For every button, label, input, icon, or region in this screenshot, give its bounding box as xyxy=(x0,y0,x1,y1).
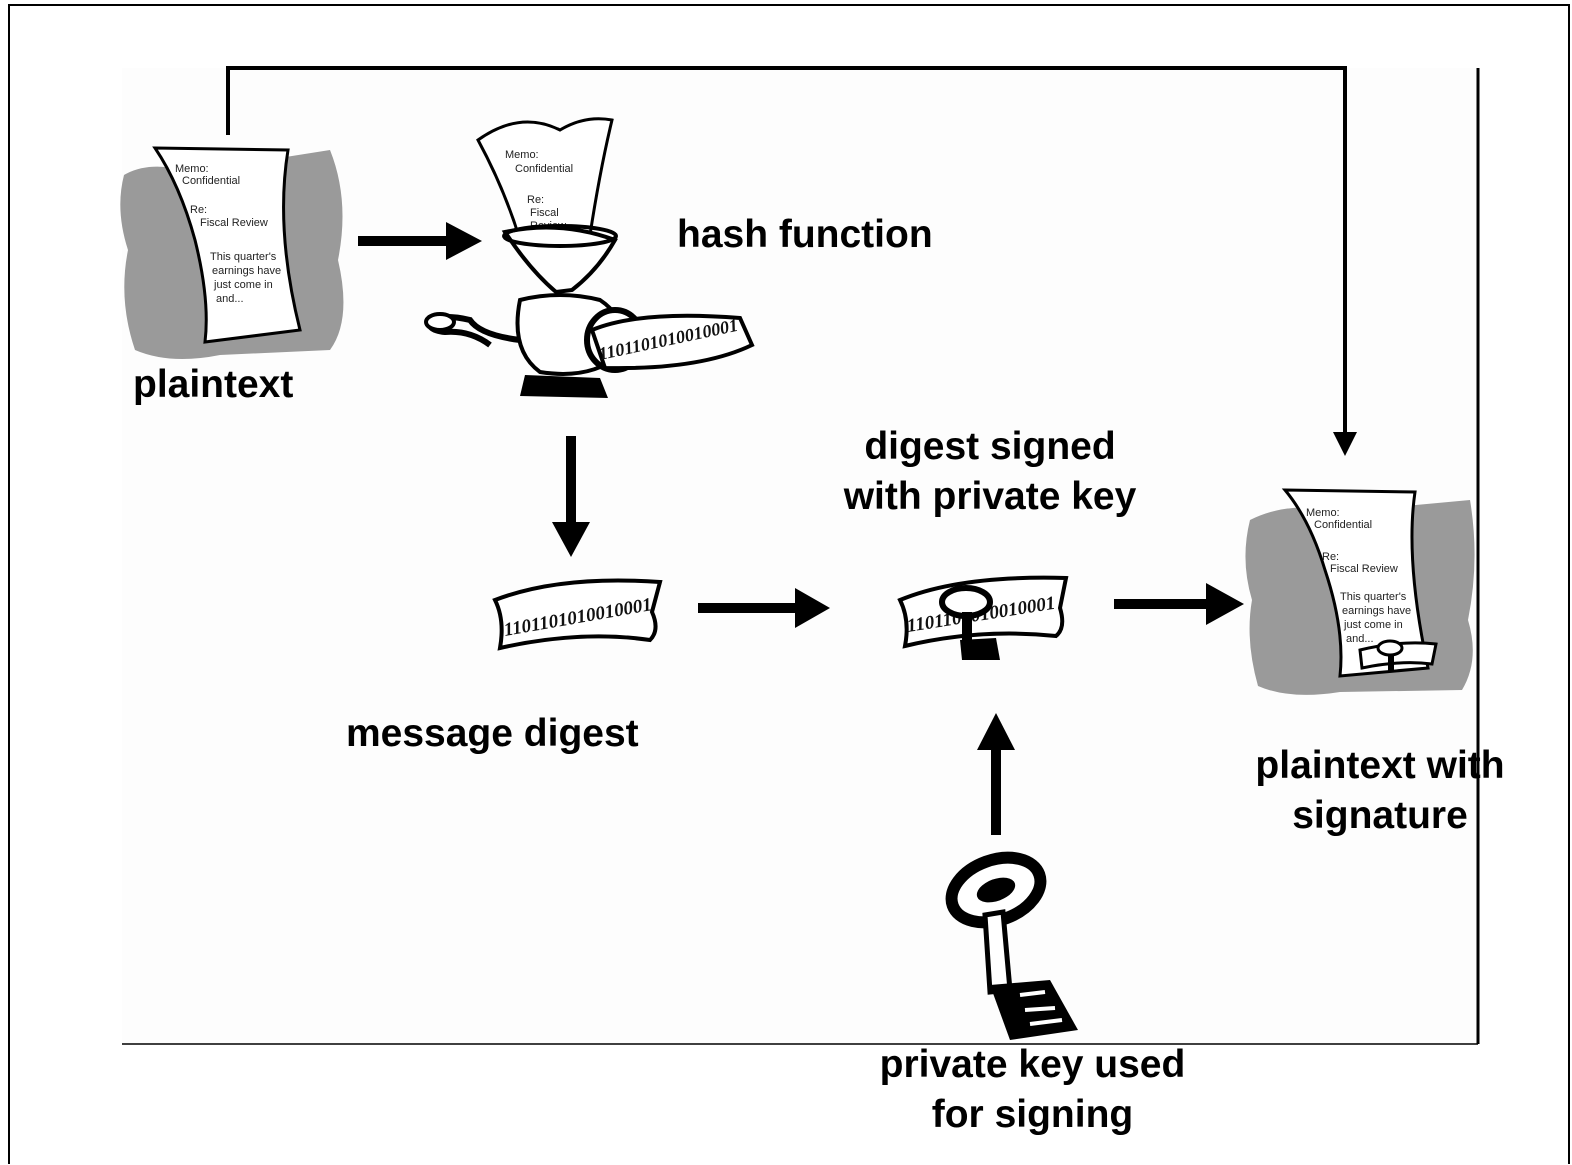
memo-line: Fiscal Review xyxy=(200,217,268,229)
document-icon: Memo: Confidential Re: Fiscal Review Thi… xyxy=(120,146,344,359)
signed-document-icon: Memo: Confidential Re: Fiscal Review Thi… xyxy=(1245,488,1475,695)
bypass-connector xyxy=(226,66,1347,440)
digest-signed-label: digest signed with private key xyxy=(820,422,1160,522)
arrow-icon xyxy=(1114,583,1244,625)
private-key-icon xyxy=(945,851,1078,1040)
private-key-label: private key used for signing xyxy=(860,1040,1205,1140)
arrow-icon xyxy=(1333,432,1357,456)
arrow-icon xyxy=(698,588,830,628)
diagram-frame xyxy=(8,4,1570,1164)
memo-line: Re: xyxy=(190,204,207,216)
meat-grinder-icon: Memo: Confidential Re: Fiscal Review 110… xyxy=(424,117,755,398)
memo-line: Confidential xyxy=(515,163,573,175)
message-digest-label: message digest xyxy=(346,712,639,755)
memo-line: earnings have xyxy=(212,265,281,277)
plaintext-with-signature-label: plaintext with signature xyxy=(1230,741,1530,841)
memo-line: Memo: xyxy=(175,163,209,175)
private-key-line: for signing xyxy=(931,1093,1134,1136)
digest-ribbon-icon: 1101101010010001 xyxy=(492,578,663,651)
plaintext-with-signature-line: signature xyxy=(1292,794,1468,837)
memo-line: and... xyxy=(216,293,244,305)
memo-line: Re: xyxy=(527,194,544,206)
signed-digest-icon: 1101101010010001 xyxy=(897,575,1069,660)
memo-line: Memo: xyxy=(505,149,539,161)
memo-line: Confidential xyxy=(1314,519,1372,531)
memo-line: Confidential xyxy=(182,175,240,187)
arrow-icon xyxy=(977,713,1015,835)
memo-line: Re: xyxy=(1322,551,1339,563)
memo-line: This quarter's xyxy=(210,251,277,263)
private-key-line: private key used xyxy=(879,1043,1186,1086)
memo-line: earnings have xyxy=(1342,605,1411,617)
hash-function-label: hash function xyxy=(677,213,933,256)
memo-line: Fiscal Review xyxy=(1330,563,1398,575)
plaintext-label: plaintext xyxy=(133,363,294,406)
arrow-icon xyxy=(358,222,482,260)
memo-line: just come in xyxy=(1343,619,1403,631)
memo-line: Memo: xyxy=(1306,507,1340,519)
plaintext-with-signature-line: plaintext with xyxy=(1255,744,1505,787)
memo-line: just come in xyxy=(213,279,273,291)
digest-signed-line: with private key xyxy=(843,475,1137,518)
memo-line: and... xyxy=(1346,633,1374,645)
arrow-icon xyxy=(552,436,590,557)
digest-signed-line: digest signed xyxy=(864,425,1116,468)
memo-line: Fiscal xyxy=(530,207,559,219)
memo-line: This quarter's xyxy=(1340,591,1407,603)
